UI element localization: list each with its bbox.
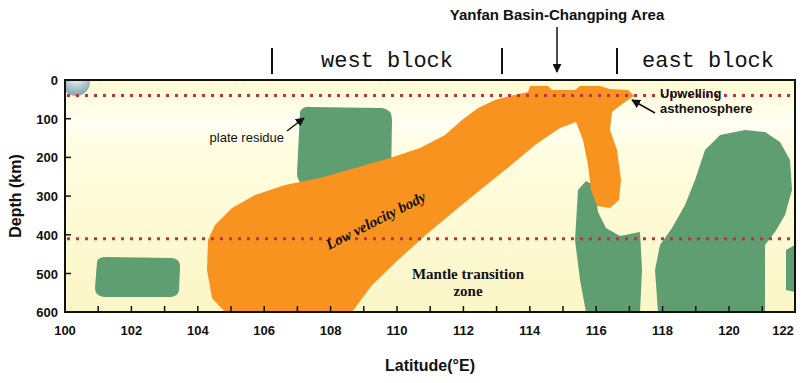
axis-title: Depth (km)	[7, 154, 25, 238]
block-boundary-ticks	[272, 48, 617, 74]
tick-label: 102	[121, 323, 143, 338]
tick-label: 122	[772, 323, 794, 338]
dome-symbol	[65, 80, 90, 96]
tick-label: 500	[36, 266, 58, 281]
tick-label: 100	[54, 323, 76, 338]
annotation-label: Upwelling asthenosphere	[660, 86, 760, 116]
tick-label: 108	[320, 323, 342, 338]
low-velocity-shape	[207, 86, 634, 312]
tick-label: 0	[51, 73, 58, 88]
pointer-arrow	[556, 27, 558, 72]
tick-label: 120	[718, 323, 740, 338]
block-label: east block	[642, 49, 774, 74]
tick-label: 110	[387, 323, 408, 338]
plot-ground	[65, 80, 795, 312]
tick-label: 116	[586, 323, 607, 338]
tick-label: 400	[36, 227, 58, 242]
annotation-label: plate residue	[210, 130, 284, 145]
discontinuity-line	[67, 237, 795, 240]
zone-label: Mantle transition zone	[398, 266, 538, 300]
tick-label: 100	[36, 111, 58, 126]
tick-label: 600	[36, 305, 58, 320]
tick-label: 106	[253, 323, 275, 338]
plate-residue-shape	[655, 130, 792, 312]
axis-ticks	[65, 119, 762, 312]
tick-label: 104	[187, 323, 209, 338]
tick-label: 112	[453, 323, 474, 338]
tick-label: 200	[36, 150, 58, 165]
tick-label: 300	[36, 189, 58, 204]
plot-frame	[65, 80, 795, 312]
area-label: Yanfan Basin-Changping Area	[450, 6, 664, 23]
axis-title: Latitude(°E)	[385, 357, 475, 375]
tick-label: 118	[652, 323, 673, 338]
plate-residue-shape	[95, 257, 180, 297]
block-label: west block	[321, 49, 453, 74]
plate-residue-shape	[786, 245, 795, 292]
pointer-arrow	[632, 100, 655, 113]
tick-label: 114	[519, 323, 540, 338]
body-label: Low velocity body	[323, 188, 429, 253]
pointer-arrow	[287, 118, 304, 131]
